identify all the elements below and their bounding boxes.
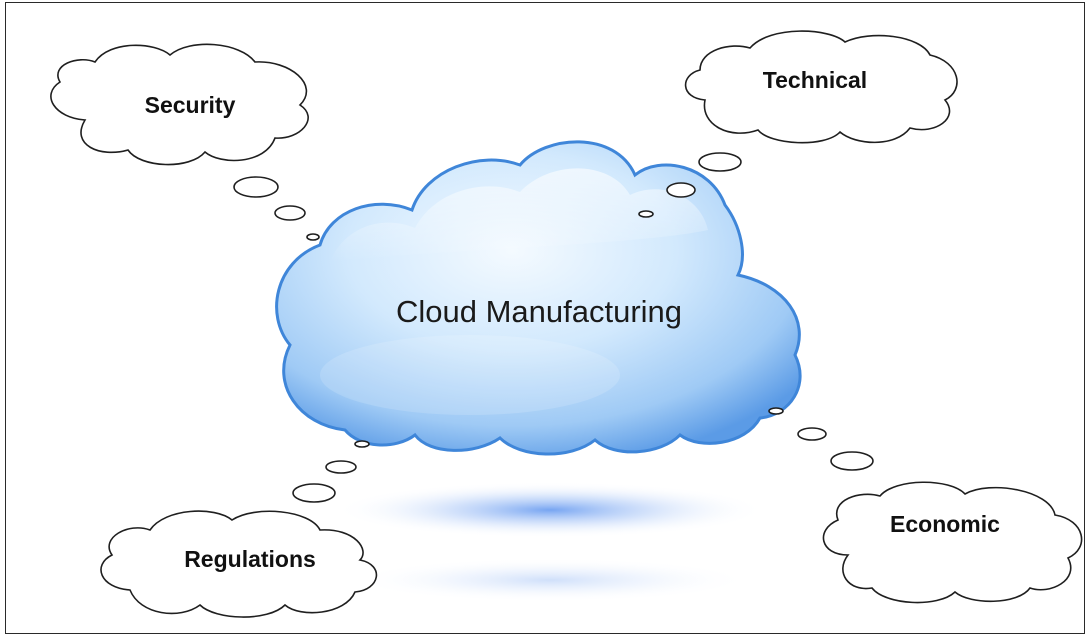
technical-label: Technical	[763, 67, 867, 93]
economic-label: Economic	[890, 511, 1000, 537]
economic-bubble: Economic	[822, 481, 1083, 604]
cloud-shadow	[335, 482, 765, 602]
technical-bubble: Technical	[684, 30, 958, 144]
security-bubble: Security	[50, 43, 309, 166]
regulations-bubble: Regulations	[100, 510, 378, 618]
center-label: Cloud Manufacturing	[396, 294, 682, 329]
main-cloud	[275, 140, 802, 456]
security-trail-dots	[233, 176, 320, 241]
regulations-label: Regulations	[184, 546, 316, 572]
regulations-trail-dots	[292, 440, 370, 503]
technical-trail-dots	[638, 152, 742, 218]
security-label: Security	[145, 92, 236, 118]
economic-trail-dots	[768, 407, 874, 471]
